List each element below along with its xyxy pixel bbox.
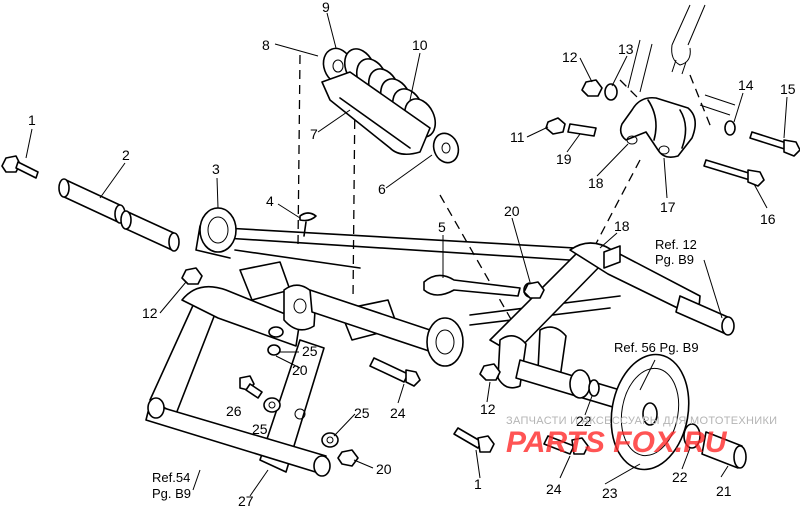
callout-18-top: 18 bbox=[588, 175, 604, 191]
callout-numbers: 1 1 2 3 4 5 6 7 8 9 10 11 12 12 12 13 14… bbox=[28, 0, 796, 507]
callout-23: 23 bbox=[602, 485, 618, 501]
callout-12-left: 12 bbox=[142, 305, 158, 321]
callout-24-bottom: 24 bbox=[546, 481, 562, 497]
callout-18-mid: 18 bbox=[614, 218, 630, 234]
callout-25-b: 25 bbox=[252, 421, 268, 437]
callout-27: 27 bbox=[238, 493, 254, 507]
small-hardware bbox=[181, 212, 600, 467]
shock-absorber bbox=[321, 47, 460, 164]
leader-lines bbox=[25, 12, 788, 497]
callout-21: 21 bbox=[716, 483, 732, 499]
callout-13: 13 bbox=[618, 41, 634, 57]
callout-25-a: 25 bbox=[302, 343, 318, 359]
callout-12-top: 12 bbox=[562, 49, 578, 65]
callout-3: 3 bbox=[212, 161, 220, 177]
callout-7: 7 bbox=[310, 126, 318, 142]
callout-8: 8 bbox=[262, 37, 270, 53]
callout-25-c: 25 bbox=[354, 405, 370, 421]
adjuster-rod bbox=[423, 274, 537, 298]
callout-24-left: 24 bbox=[390, 405, 406, 421]
callout-1-top: 1 bbox=[28, 112, 36, 128]
callout-10: 10 bbox=[412, 37, 428, 53]
callout-11: 11 bbox=[510, 129, 525, 145]
callout-6: 6 bbox=[378, 181, 386, 197]
watermark: ЗАПЧАСТИ И АКСЕССУАРЫ ДЛЯ МОТОТЕХНИКИ PA… bbox=[506, 415, 777, 459]
ref-54-line1: Ref.54 bbox=[152, 470, 190, 485]
assembly-guide-lines bbox=[297, 54, 713, 336]
shock-mount-bracket bbox=[619, 96, 696, 158]
callout-16: 16 bbox=[760, 211, 776, 227]
reference-notes: Ref. 12 Pg. B9 Ref. 56 Pg. B9 Ref.54 Pg.… bbox=[152, 237, 699, 501]
callout-22-mid: 22 bbox=[576, 413, 592, 429]
callout-14: 14 bbox=[738, 77, 754, 93]
callout-4: 4 bbox=[266, 193, 274, 209]
callout-9: 9 bbox=[322, 0, 330, 15]
callout-12-bottom: 12 bbox=[480, 401, 496, 417]
callout-19: 19 bbox=[556, 151, 572, 167]
ref-54-line2: Pg. B9 bbox=[152, 486, 191, 501]
ref-56: Ref. 56 Pg. B9 bbox=[614, 340, 699, 355]
callout-26: 26 bbox=[226, 403, 242, 419]
callout-15: 15 bbox=[780, 81, 796, 97]
watermark-logo: PARTS FOX.RU bbox=[506, 426, 728, 459]
callout-17: 17 bbox=[660, 199, 676, 215]
callout-22-bottom: 22 bbox=[672, 469, 688, 485]
callout-20-top: 20 bbox=[504, 203, 520, 219]
callout-1-bottom: 1 bbox=[474, 476, 482, 492]
callout-20-left: 20 bbox=[292, 362, 308, 378]
mount-hardware bbox=[545, 79, 800, 187]
callout-2: 2 bbox=[122, 147, 130, 163]
ref-12-line1: Ref. 12 bbox=[655, 237, 697, 252]
ref-12-line2: Pg. B9 bbox=[655, 252, 694, 267]
upper-linkage-rods bbox=[627, 4, 736, 116]
watermark-tagline: ЗАПЧАСТИ И АКСЕССУАРЫ ДЛЯ МОТОТЕХНИКИ bbox=[506, 415, 777, 427]
pivot-tube-assembly bbox=[1, 155, 237, 259]
callout-20-bottom: 20 bbox=[376, 461, 392, 477]
callout-5: 5 bbox=[438, 219, 446, 235]
idler-wheel bbox=[610, 353, 747, 471]
